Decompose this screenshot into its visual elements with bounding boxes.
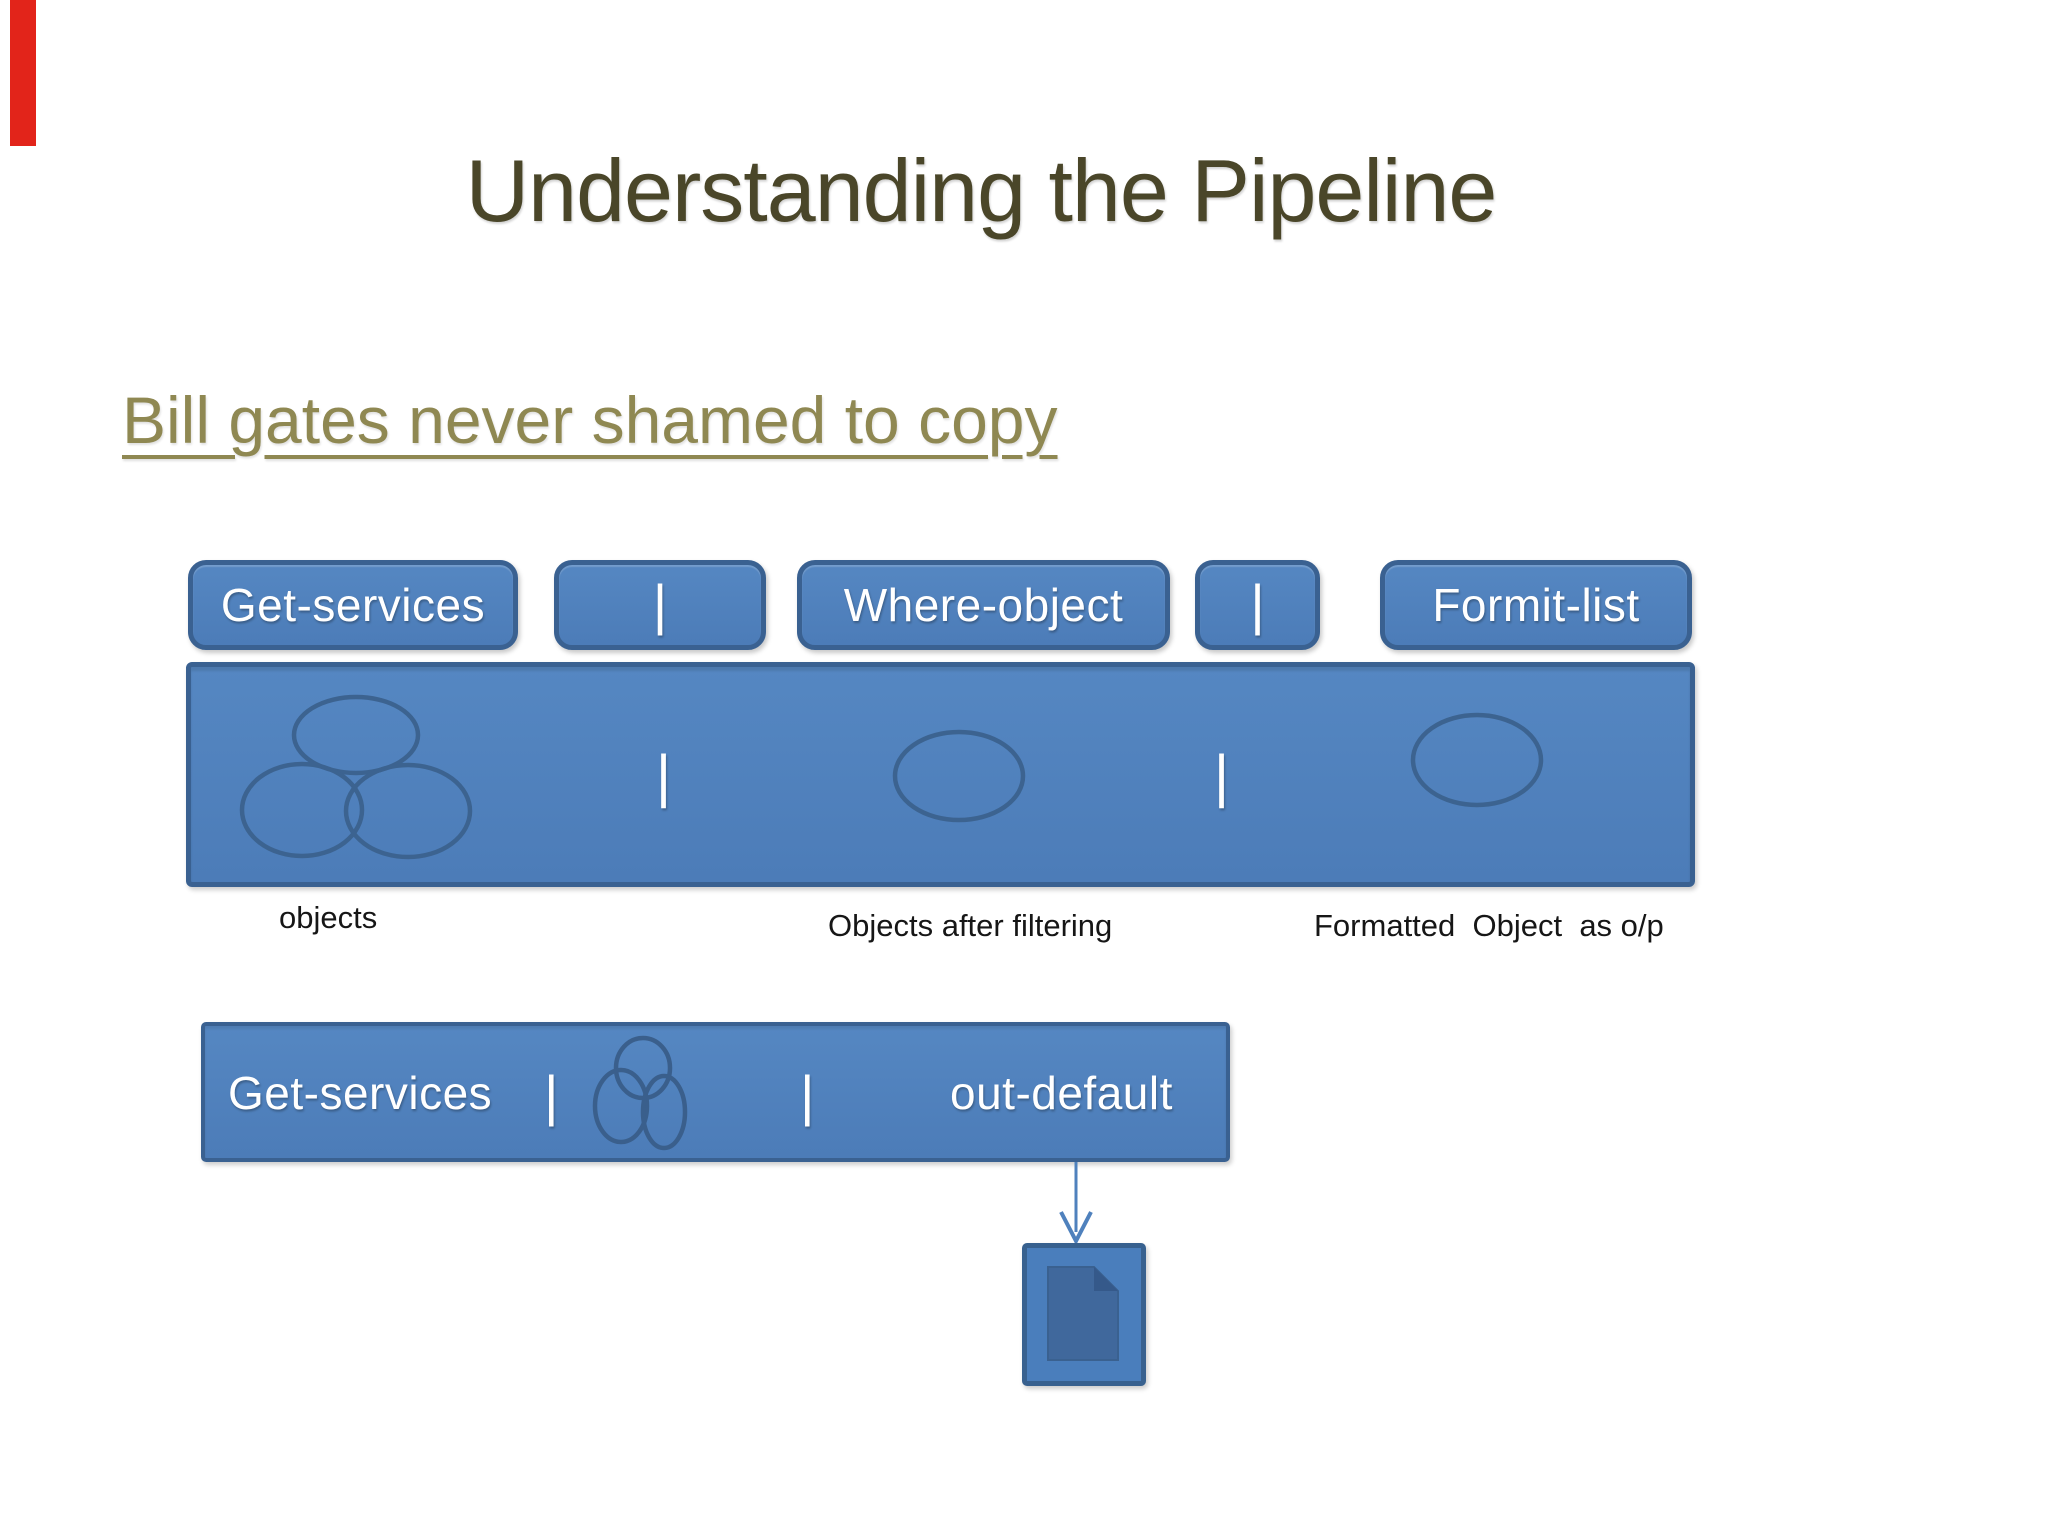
command-label: Formit-list bbox=[1432, 579, 1640, 631]
pipe-symbol: | bbox=[656, 744, 672, 809]
command-box-where-object: Where-object bbox=[797, 560, 1170, 650]
caption-formatted-object: Formatted Object as o/p bbox=[1314, 908, 1664, 943]
pipe-symbol: | bbox=[1250, 573, 1265, 636]
command-box-formit-list: Formit-list bbox=[1380, 560, 1692, 650]
command-label: Get-services bbox=[228, 1067, 493, 1119]
pipe-symbol: | bbox=[1214, 744, 1230, 809]
caption-objects: objects bbox=[279, 900, 378, 935]
subtitle-heading: Bill gates never shamed to copy bbox=[122, 383, 1058, 457]
pipe-box: | bbox=[554, 560, 766, 650]
command-label: Get-services bbox=[220, 579, 486, 631]
formatted-object-ellipse-icon bbox=[1410, 712, 1544, 808]
command-label: out-default bbox=[950, 1067, 1173, 1119]
objects-cluster-icon bbox=[592, 1035, 688, 1151]
caption-objects-after-filtering: Objects after filtering bbox=[828, 908, 1113, 943]
pipe-symbol: | bbox=[544, 1064, 559, 1127]
red-marker-strip bbox=[10, 0, 36, 146]
bottom-pipeline-bar bbox=[201, 1022, 1230, 1162]
pipe-symbol: | bbox=[800, 1064, 815, 1127]
document-icon bbox=[1047, 1266, 1119, 1361]
page-title: Understanding the Pipeline bbox=[465, 141, 1498, 240]
command-box-get-services: Get-services bbox=[188, 560, 518, 650]
pipe-box: | bbox=[1195, 560, 1320, 650]
down-arrow-icon bbox=[1059, 1162, 1093, 1246]
objects-cluster-icon bbox=[239, 694, 473, 860]
command-label: Where-object bbox=[843, 579, 1124, 631]
pipe-symbol: | bbox=[652, 573, 668, 636]
filtered-object-ellipse-icon bbox=[892, 729, 1026, 823]
